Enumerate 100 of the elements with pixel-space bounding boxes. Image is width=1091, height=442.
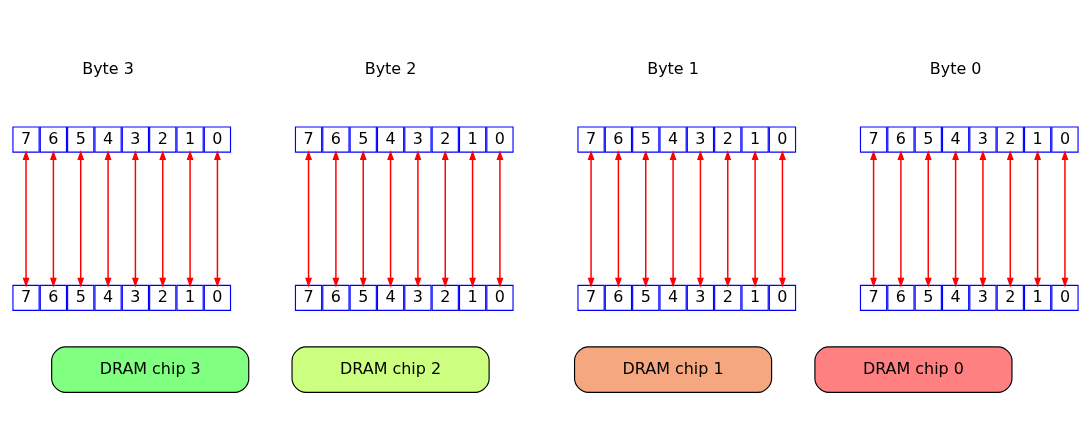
node-box: 0 xyxy=(486,284,514,311)
arrow xyxy=(131,150,139,288)
node-box: DRAM chip 0 xyxy=(814,346,1013,393)
label: Byte 0 xyxy=(929,59,982,79)
node-box: 3 xyxy=(686,284,715,311)
node-box: 3 xyxy=(121,284,150,311)
arrow xyxy=(614,150,622,288)
node-box: 4 xyxy=(94,284,122,311)
node-box: 7 xyxy=(859,284,888,311)
node-box: 3 xyxy=(686,126,715,153)
arrow xyxy=(469,150,477,288)
arrow xyxy=(1061,150,1069,288)
node-box: 3 xyxy=(404,284,432,311)
node-box: 4 xyxy=(376,284,405,311)
arrow xyxy=(870,150,877,288)
arrow xyxy=(22,150,30,288)
arrow xyxy=(77,150,85,288)
node-box: 6 xyxy=(322,126,350,153)
arrow xyxy=(1006,150,1014,288)
node-box: 4 xyxy=(659,284,687,311)
node-box: 3 xyxy=(969,284,997,311)
arrow xyxy=(214,150,221,288)
arrow xyxy=(159,150,167,288)
arrow xyxy=(751,150,759,288)
node-box: 2 xyxy=(714,284,742,311)
node-box: 0 xyxy=(768,284,797,311)
node-box: 1 xyxy=(741,126,769,153)
arrow xyxy=(332,150,340,288)
arrow xyxy=(952,150,960,288)
node-box: 1 xyxy=(1023,126,1052,153)
node-box: 2 xyxy=(431,284,459,311)
arrow xyxy=(387,150,394,288)
node-box: 7 xyxy=(577,284,605,311)
node-box: 2 xyxy=(996,284,1024,311)
arrow xyxy=(359,150,367,288)
node-box: 7 xyxy=(12,284,40,311)
node-box: 3 xyxy=(404,126,432,153)
node-box: 6 xyxy=(887,284,915,311)
node-box: 3 xyxy=(969,126,997,153)
node-box: 6 xyxy=(39,126,68,153)
node-box: 1 xyxy=(176,284,204,311)
node-box: DRAM chip 3 xyxy=(51,346,250,393)
node-box: 0 xyxy=(203,284,232,311)
node-box: 2 xyxy=(996,126,1024,153)
node-box: 6 xyxy=(604,284,633,311)
arrow xyxy=(642,150,650,288)
node-box: 5 xyxy=(67,284,95,311)
node-box: 5 xyxy=(67,126,95,153)
node-box: 1 xyxy=(458,126,487,153)
node-box: 0 xyxy=(768,126,797,153)
node-box: 2 xyxy=(714,126,742,153)
node-box: 4 xyxy=(941,284,970,311)
node-box: 4 xyxy=(94,126,122,153)
node-box: 5 xyxy=(914,126,942,153)
node-box: 6 xyxy=(887,126,915,153)
arrow xyxy=(724,150,732,288)
arrow xyxy=(1034,150,1042,288)
node-box: 2 xyxy=(431,126,459,153)
node-box: 7 xyxy=(294,284,323,311)
label: Byte 2 xyxy=(364,59,417,79)
node-box: 5 xyxy=(914,284,942,311)
arrow xyxy=(441,150,449,288)
node-box: 4 xyxy=(659,126,687,153)
node-box: 4 xyxy=(376,126,405,153)
node-box: 5 xyxy=(632,284,660,311)
label: Byte 3 xyxy=(82,59,134,79)
arrow xyxy=(587,150,595,288)
arrow xyxy=(979,150,987,288)
arrow xyxy=(897,150,905,288)
node-box: 1 xyxy=(176,126,204,153)
arrow xyxy=(49,150,57,288)
node-box: 0 xyxy=(486,126,514,153)
node-box: 4 xyxy=(941,126,970,153)
node-box: DRAM chip 1 xyxy=(573,346,773,393)
arrow xyxy=(414,150,422,288)
node-box: 2 xyxy=(149,284,177,311)
arrow xyxy=(697,150,704,288)
node-box: 7 xyxy=(577,126,605,153)
node-box: 3 xyxy=(121,126,150,153)
node-box: 7 xyxy=(294,126,323,153)
arrow xyxy=(305,150,312,288)
node-box: 5 xyxy=(632,126,660,153)
label: Byte 1 xyxy=(647,59,699,79)
arrow xyxy=(186,150,194,288)
node-box: 0 xyxy=(1051,126,1079,153)
node-box: 1 xyxy=(741,284,769,311)
arrow xyxy=(924,150,932,288)
node-box: 6 xyxy=(39,284,68,311)
node-box: 6 xyxy=(322,284,350,311)
node-box: 1 xyxy=(1023,284,1052,311)
arrow xyxy=(779,150,786,288)
node-box: 0 xyxy=(203,126,232,153)
arrow xyxy=(496,150,504,288)
node-box: 0 xyxy=(1051,284,1079,311)
node-box: 5 xyxy=(349,284,377,311)
arrow xyxy=(669,150,677,288)
node-box: 2 xyxy=(149,126,177,153)
node-box: 7 xyxy=(12,126,40,153)
arrow xyxy=(104,150,112,288)
node-box: 5 xyxy=(349,126,377,153)
